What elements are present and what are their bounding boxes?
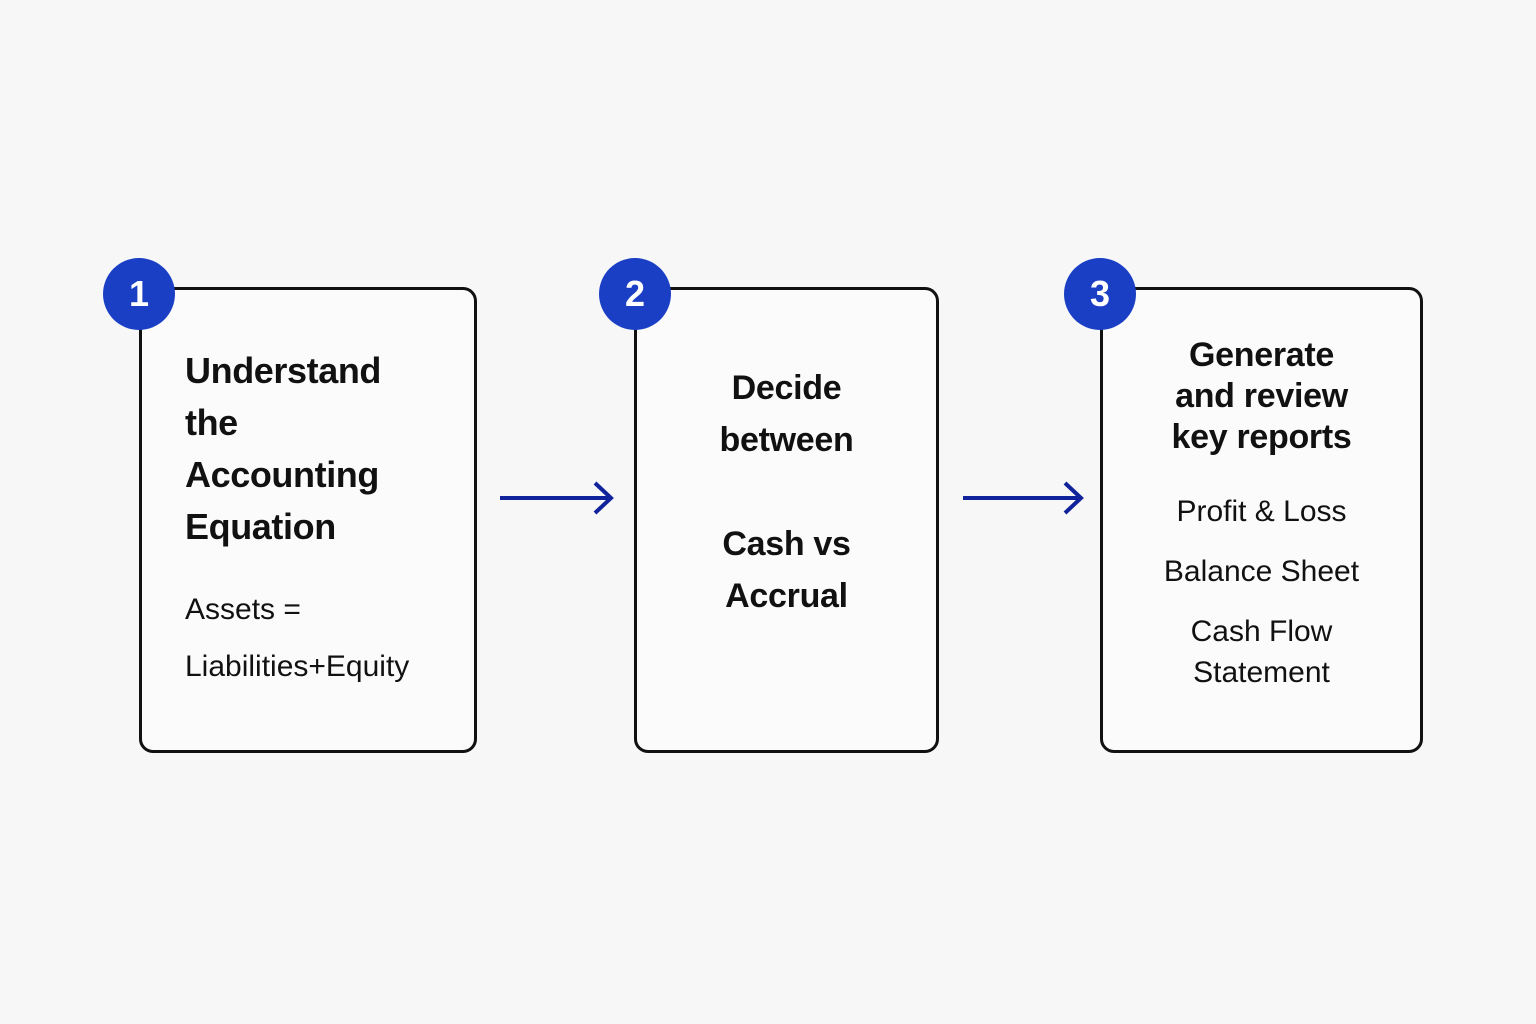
step-badge-2[interactable]: 2 — [599, 258, 671, 330]
report-list-item: Cash Flow Statement — [1190, 615, 1333, 689]
report-list: Profit & Loss Balance Sheet Cash Flow St… — [1164, 491, 1359, 693]
step-card-1-heading: Understand the Accounting Equation — [185, 350, 382, 547]
arrow-step2-to-step3-icon — [963, 478, 1088, 523]
step-badge-1-number: 1 — [128, 273, 150, 314]
step-card-1[interactable]: Understand the Accounting Equation Asset… — [139, 287, 477, 753]
step-card-3-body: Generate and review key reports Profit &… — [1103, 290, 1420, 750]
step-card-3[interactable]: Generate and review key reports Profit &… — [1100, 287, 1423, 753]
step-badge-2-number: 2 — [624, 273, 646, 314]
arrow-step1-to-step2-icon — [500, 478, 618, 523]
step-card-1-body: Understand the Accounting Equation Asset… — [142, 290, 474, 750]
step-card-2-body: Decide between Cash vs Accrual — [637, 290, 936, 750]
step-card-3-heading: Generate and review key reports — [1171, 336, 1352, 456]
step-card-2[interactable]: Decide between Cash vs Accrual — [634, 287, 939, 753]
step-badge-3[interactable]: 3 — [1064, 258, 1136, 330]
step-card-1-subtext: Assets = Liabilities+Equity — [185, 593, 410, 683]
step-badge-3-number: 3 — [1089, 273, 1111, 314]
report-list-item: Balance Sheet — [1163, 555, 1360, 588]
report-list-item: Profit & Loss — [1176, 495, 1347, 528]
step-card-2-heading: Decide between Cash vs Accrual — [719, 369, 854, 615]
step-badge-1[interactable]: 1 — [103, 258, 175, 330]
